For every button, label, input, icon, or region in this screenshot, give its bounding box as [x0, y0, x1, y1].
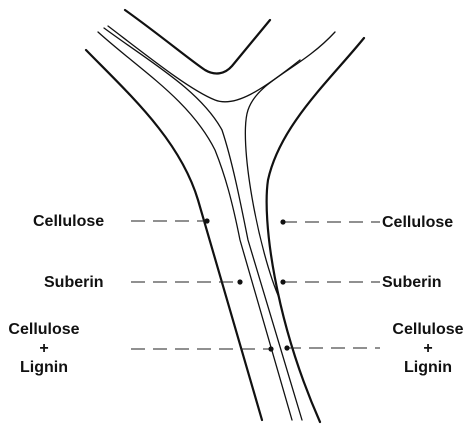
label-right-cellulose-lignin-line1: Cellulose	[392, 320, 463, 339]
top-cell-outer-wall	[125, 10, 270, 73]
middle-lamella-line	[104, 28, 302, 420]
label-left-cellulose-lignin-line1: Cellulose	[8, 320, 79, 339]
marker-right-cellulose-lignin	[284, 345, 289, 350]
marker-right-cellulose	[280, 219, 285, 224]
marker-left-suberin	[237, 279, 242, 284]
label-left-cellulose-lignin-plus: +	[8, 339, 79, 358]
left-cell-outer-wall	[86, 50, 262, 420]
marker-left-cellulose	[204, 218, 209, 223]
label-right-cellulose-lignin-line3: Lignin	[392, 358, 463, 377]
label-left-cellulose: Cellulose	[33, 212, 104, 231]
label-left-cellulose-lignin: Cellulose + Lignin	[8, 320, 79, 377]
marker-left-cellulose-lignin	[268, 346, 273, 351]
label-right-cellulose-lignin: Cellulose + Lignin	[392, 320, 463, 377]
label-left-suberin: Suberin	[44, 273, 104, 292]
right-inner-layer-line	[245, 32, 335, 300]
label-left-cellulose-lignin-line3: Lignin	[8, 358, 79, 377]
right-cell-outer-wall	[267, 38, 364, 422]
marker-right-suberin	[280, 279, 285, 284]
label-right-suberin: Suberin	[382, 273, 442, 292]
label-right-cellulose-lignin-plus: +	[392, 339, 463, 358]
label-right-cellulose: Cellulose	[382, 213, 453, 232]
